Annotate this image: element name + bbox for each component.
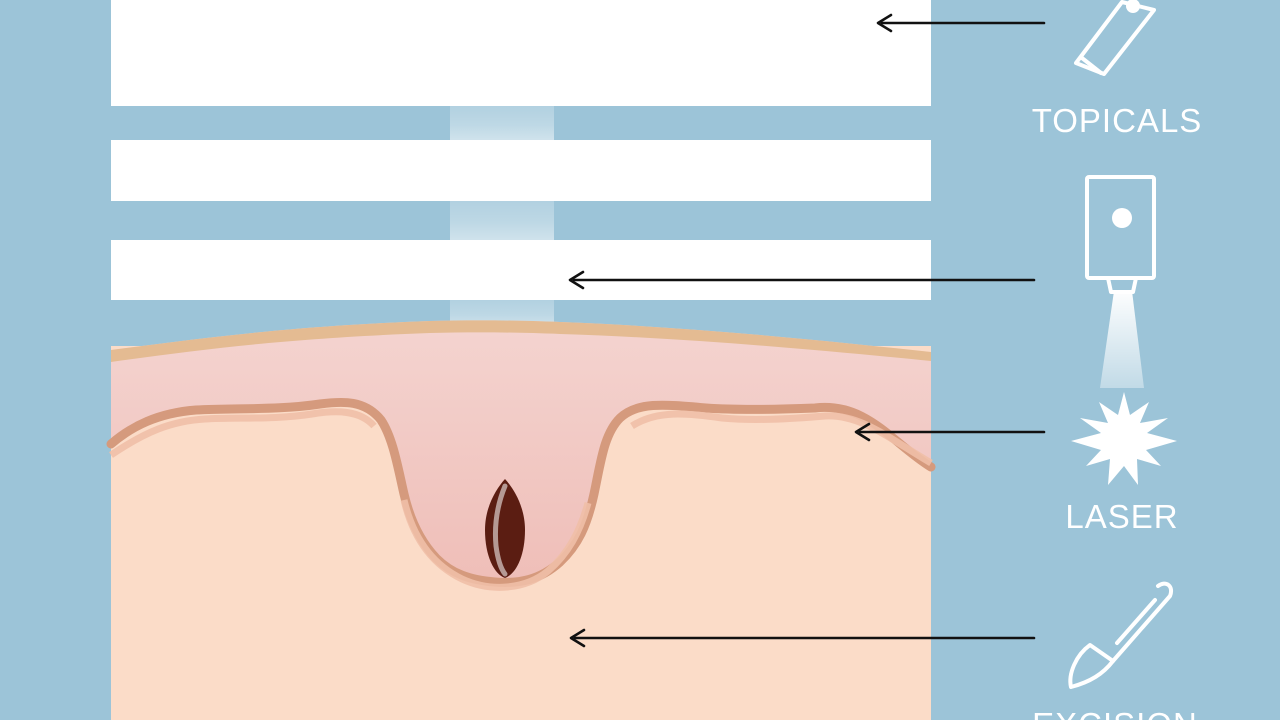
topicals-label: TOPICALS — [1031, 102, 1203, 139]
epidermis-layer — [111, 320, 931, 583]
dermal-junction-line — [106, 397, 936, 587]
arrow-epidermis-head — [854, 422, 871, 442]
scar-core-highlight — [493, 483, 508, 577]
excision-label: EXCISION — [1005, 708, 1225, 720]
laser-burst-icon — [1071, 392, 1177, 485]
arrow-top-head — [876, 13, 893, 33]
lower-panel — [111, 240, 931, 300]
arrow-lower-panel-head — [568, 270, 585, 290]
top-panel — [111, 0, 931, 106]
dermal-texture-left — [109, 408, 377, 458]
scalpel-icon — [1068, 581, 1173, 689]
laser-device-icon — [1085, 175, 1156, 388]
pointer-arrows — [568, 13, 1046, 648]
topicals-tube-icon — [1074, 0, 1156, 76]
beam-segment-middle — [450, 201, 554, 240]
middle-panel — [111, 140, 931, 201]
beam-segment-upper — [450, 106, 554, 140]
laser-label: LASER — [1065, 498, 1179, 535]
arrow-dermis-head — [569, 628, 586, 648]
skin-surface-top — [111, 320, 931, 362]
dermal-texture-center — [400, 499, 592, 591]
skin-cross-section — [106, 320, 936, 720]
